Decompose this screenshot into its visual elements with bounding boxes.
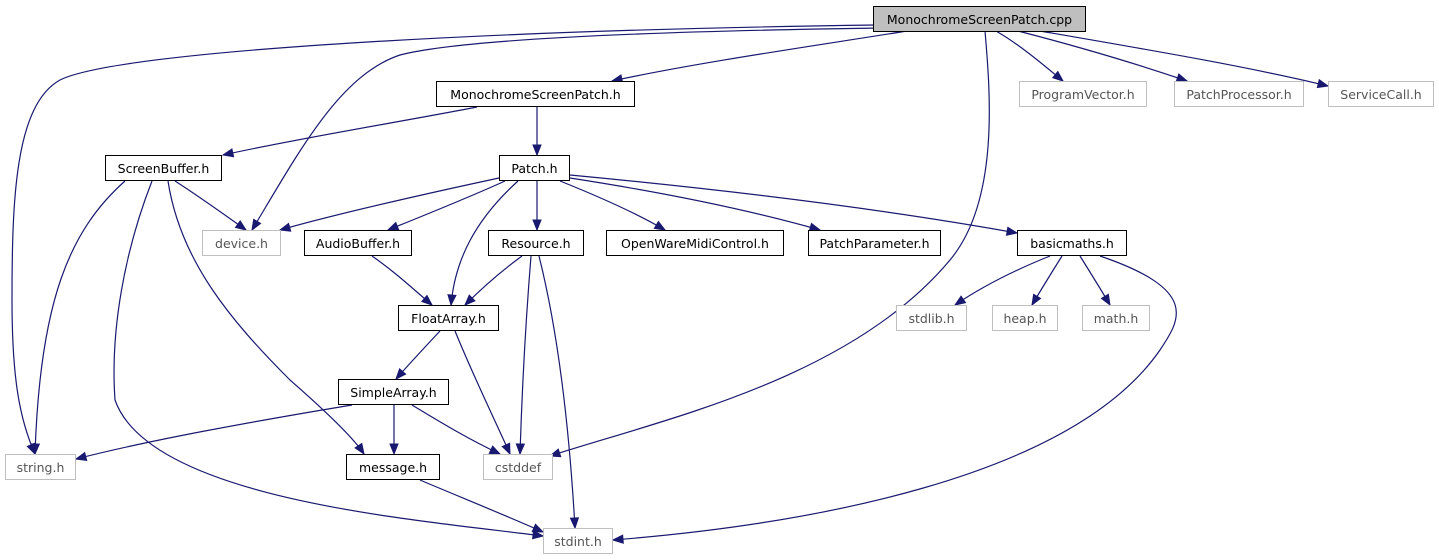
edge-resource-h-to-cstddef: [519, 255, 532, 455]
node-patch-h[interactable]: Patch.h: [499, 155, 570, 181]
arrowhead-floatarray-h: [420, 294, 434, 306]
node-message-h[interactable]: message.h: [346, 454, 440, 480]
node-device-h: device.h: [202, 230, 281, 256]
node-stdlib-h: stdlib.h: [896, 305, 967, 331]
node-cstddef: cstddef: [483, 454, 553, 480]
node-math-h: math.h: [1082, 305, 1150, 331]
node-audiobuffer-h[interactable]: AudioBuffer.h: [304, 230, 412, 256]
edge-patch-h-to-basicmaths-h: [569, 174, 1018, 234]
edge-monochrome-cpp-to-device-h: [251, 27, 883, 231]
node-screenbuffer-h[interactable]: ScreenBuffer.h: [105, 155, 222, 181]
edge-resource-h-to-stdint-h: [538, 255, 576, 529]
edge-monochrome-h-to-screenbuffer-h: [222, 106, 478, 156]
arrowhead-cstddef: [501, 442, 511, 456]
edge-simplearray-h-to-cstddef: [411, 404, 501, 455]
edge-patch-h-to-patchparameter-h: [569, 177, 821, 231]
node-servicecall-h: ServiceCall.h: [1328, 81, 1434, 107]
edge-simplearray-h-to-string-h: [75, 404, 353, 460]
node-resource-h[interactable]: Resource.h: [488, 230, 584, 256]
edge-patch-h-to-openwaremidi-h: [559, 180, 666, 231]
edge-message-h-to-stdint-h: [419, 479, 544, 533]
arrowhead-floatarray-h: [464, 294, 476, 306]
edge-monochrome-cpp-to-cstddef: [549, 30, 990, 457]
arrowhead-screenbuffer-h: [221, 148, 235, 158]
node-patchprocessor-h: PatchProcessor.h: [1174, 81, 1304, 107]
arrowhead-string-h: [74, 451, 88, 461]
arrowhead-heap-h: [1031, 293, 1042, 307]
arrowhead-device-h: [234, 220, 248, 231]
arrowhead-stdint-h: [531, 529, 545, 540]
node-basicmaths-h[interactable]: basicmaths.h: [1017, 230, 1127, 256]
arrowhead-device-h: [278, 222, 292, 232]
edge-floatarray-h-to-cstddef: [454, 330, 511, 455]
edge-screenbuffer-h-to-device-h: [174, 180, 247, 231]
arrowhead-floatarray-h: [447, 294, 457, 307]
arrowhead-math-h: [1100, 293, 1111, 307]
edge-monochrome-cpp-to-programvector-h: [995, 30, 1064, 82]
node-floatarray-h[interactable]: FloatArray.h: [398, 305, 499, 331]
arrowhead-cstddef: [515, 443, 526, 456]
edge-patch-h-to-audiobuffer-h: [387, 180, 506, 231]
arrowhead-message-h: [389, 443, 399, 456]
arrowhead-cstddef: [488, 445, 502, 455]
node-stdint-h: stdint.h: [543, 528, 613, 554]
arrowhead-device-h: [251, 218, 262, 232]
arrowhead-stdint-h: [569, 517, 580, 530]
arrowhead-stdlib-h: [953, 295, 967, 306]
node-openwaremidicontrol-h[interactable]: OpenWareMidiControl.h: [606, 230, 784, 256]
node-programvector-h: ProgramVector.h: [1019, 81, 1147, 107]
arrowhead-patch-h: [532, 144, 542, 157]
arrowhead-simplearray-h: [395, 367, 407, 381]
edge-basicmaths-h-to-stdint-h: [612, 255, 1177, 541]
arrowhead-basicmaths-h: [1005, 226, 1019, 236]
edge-monochrome-cpp-to-servicecall-h: [1039, 30, 1329, 87]
node-patchparameter-h[interactable]: PatchParameter.h: [808, 230, 941, 256]
arrowhead-stdint-h: [531, 523, 545, 533]
edge-monochrome-cpp-to-monochrome-h: [611, 30, 908, 82]
edge-monochrome-cpp-to-patchprocessor-h: [1017, 30, 1188, 82]
edge-resource-h-to-floatarray-h: [464, 255, 523, 306]
arrowhead-stdint-h: [611, 534, 624, 544]
edge-audiobuffer-h-to-floatarray-h: [371, 255, 433, 306]
node-heap-h: heap.h: [992, 305, 1058, 331]
arrowhead-openwaremidi-h: [653, 220, 667, 231]
edge-monochrome-cpp-to-string-h: [11, 24, 877, 455]
node-simplearray-h[interactable]: SimpleArray.h: [338, 379, 449, 405]
arrowhead-message-h: [354, 442, 365, 456]
edge-patch-h-to-device-h: [279, 177, 500, 231]
arrowhead-string-h: [30, 443, 41, 456]
node-monochromescreenpatch-h[interactable]: MonochromeScreenPatch.h: [436, 81, 635, 107]
node-string-h: string.h: [5, 454, 76, 480]
edge-screenbuffer-h-to-string-h: [34, 180, 126, 455]
edge-screenbuffer-h-to-stdint-h: [113, 180, 544, 537]
edge-patch-h-to-floatarray-h: [450, 180, 519, 306]
edge-screenbuffer-h-to-message-h: [167, 180, 365, 455]
node-monochromescreenpatch-cpp: MonochromeScreenPatch.cpp: [873, 6, 1086, 32]
arrowhead-programvector-h: [1051, 70, 1065, 82]
arrowhead-servicecall-h: [1316, 78, 1330, 89]
arrowhead-resource-h: [532, 219, 542, 232]
arrowhead-audiobuffer-h: [386, 221, 400, 231]
